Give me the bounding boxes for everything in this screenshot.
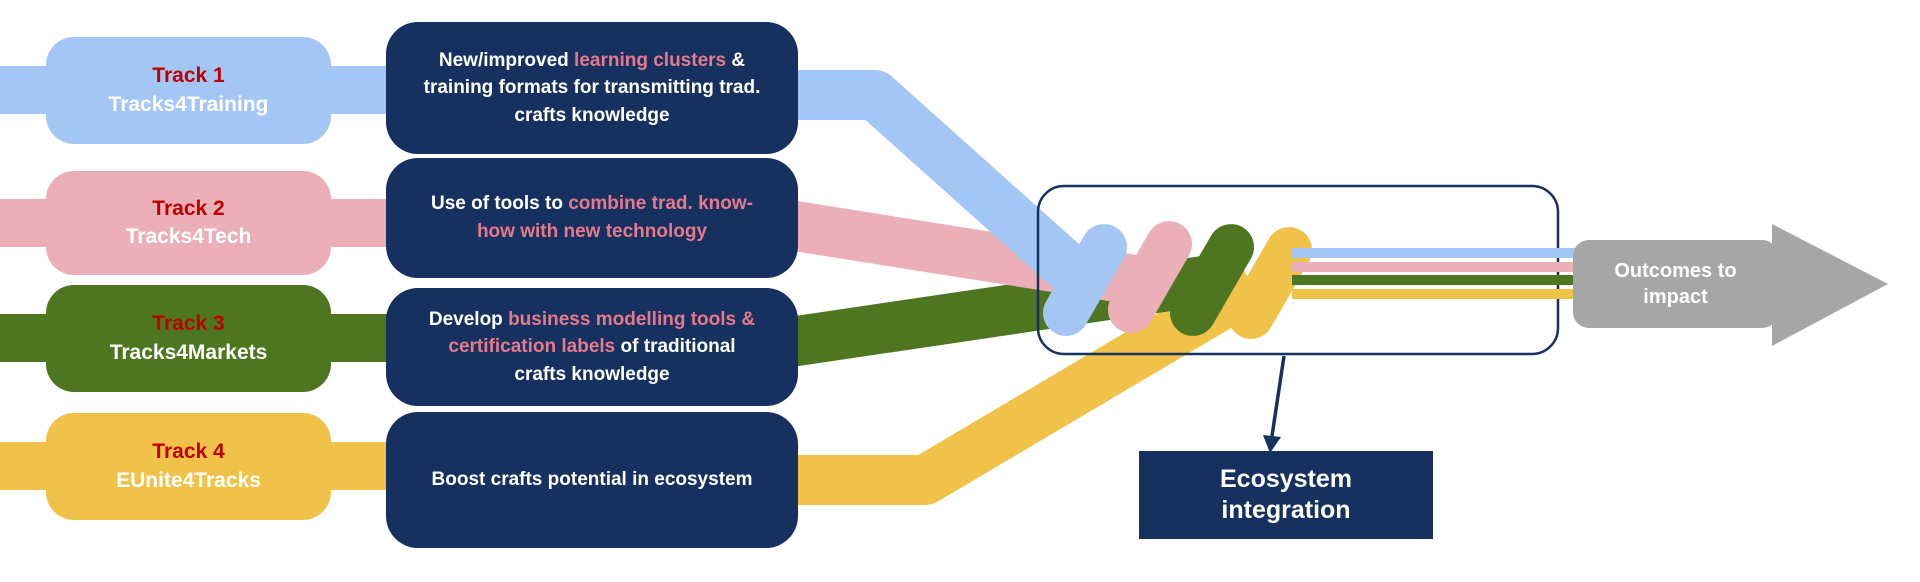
- outcomes-box: Outcomes to impact: [1573, 240, 1778, 328]
- work-package-4-text: Boost crafts potential in ecosystem: [432, 466, 753, 494]
- track-3-label: Track 3: [152, 312, 225, 336]
- text-segment: Develop: [428, 308, 509, 330]
- text-segment: New/improved: [438, 49, 575, 71]
- track-1-box: Track 1 Tracks4Training: [46, 37, 331, 144]
- work-package-1-text: New/improved learning clusters & trainin…: [420, 47, 764, 130]
- track1-output-line: [1292, 248, 1587, 258]
- text-segment: of traditional crafts knowledge: [514, 336, 736, 385]
- ecosystem-integration-box: Ecosystem integration: [1139, 451, 1433, 539]
- track2-knot-bar: [1108, 221, 1192, 333]
- track3-knot-bar: [1170, 224, 1254, 336]
- ecosystem-integration-label: Ecosystem integration: [1219, 464, 1353, 524]
- track1-knot-bar: [1043, 224, 1127, 336]
- work-package-2-box: Use of tools to combine trad. know-how w…: [386, 158, 798, 278]
- track-1-label: Track 1: [152, 64, 225, 88]
- text-segment: learning clusters: [574, 49, 727, 71]
- track4-output-line: [1292, 289, 1587, 299]
- text-segment: & training formats for transmitting trad…: [423, 49, 761, 126]
- work-package-3-box: Develop business modelling tools & certi…: [386, 288, 798, 406]
- track3-output-line: [1292, 275, 1587, 285]
- track4-knot-bar: [1228, 227, 1312, 339]
- track-4-name: EUnite4Tracks: [116, 468, 261, 492]
- track-2-name: Tracks4Tech: [125, 225, 252, 248]
- track2-output-line: [1292, 262, 1587, 272]
- work-package-2-text: Use of tools to combine trad. know-how w…: [420, 190, 764, 245]
- text-segment: business modelling tools & certification…: [448, 308, 756, 358]
- work-package-4-box: Boost crafts potential in ecosystem: [386, 412, 798, 548]
- track-3-name: Tracks4Markets: [109, 340, 268, 364]
- track-4-label: Track 4: [152, 440, 225, 464]
- ecosystem-connector-line: [1270, 355, 1286, 437]
- track-4-box: Track 4 EUnite4Tracks: [46, 413, 331, 520]
- work-package-3-text: Develop business modelling tools & certi…: [420, 306, 764, 389]
- track-2-box: Track 2 Tracks4Tech: [46, 171, 331, 275]
- track4-ribbon: [770, 264, 1266, 505]
- work-package-1-box: New/improved learning clusters & trainin…: [386, 22, 798, 154]
- track-3-box: Track 3 Tracks4Markets: [46, 285, 331, 392]
- track1-ribbon: [770, 70, 1102, 302]
- track-2-label: Track 2: [152, 196, 225, 220]
- text-segment: combine trad. know-how with new technolo…: [476, 193, 753, 242]
- outcomes-arrowhead-icon: [1772, 224, 1888, 346]
- outcomes-label: Outcomes to impact: [1614, 260, 1737, 308]
- ecosystem-connector-arrowhead-icon: [1263, 435, 1281, 453]
- track-1-name: Tracks4Training: [108, 92, 269, 116]
- text-segment: Boost crafts potential in ecosystem: [431, 469, 753, 491]
- text-segment: Use of tools to: [431, 193, 569, 215]
